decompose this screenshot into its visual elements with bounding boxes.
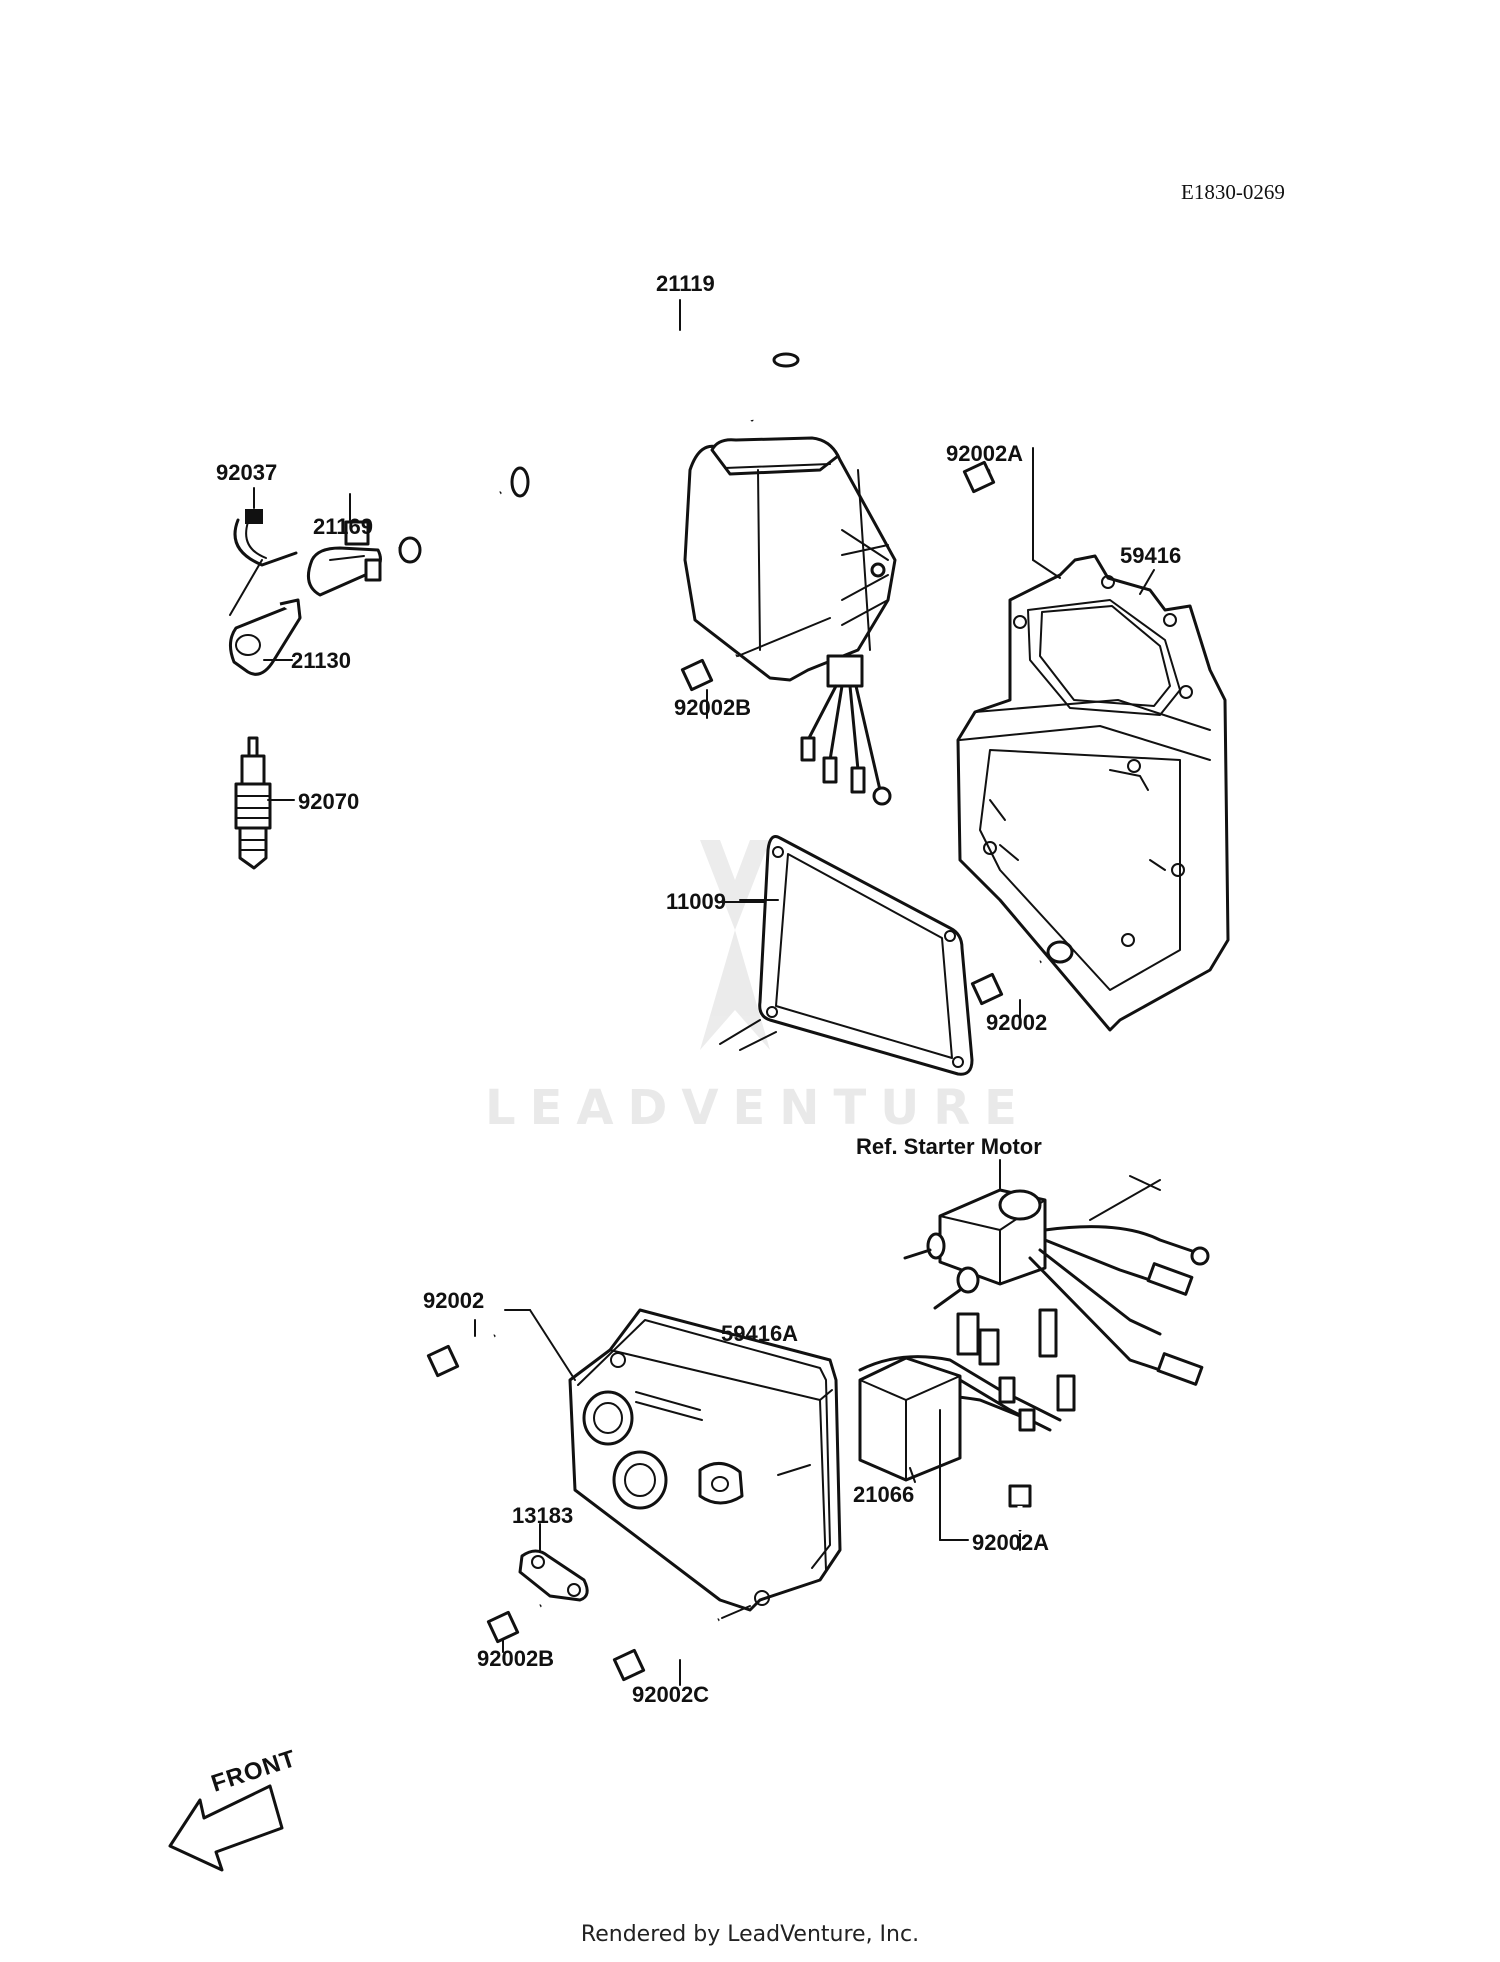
callout-21130[interactable]: 21130 [291, 648, 351, 673]
leader-59416A [777, 1464, 811, 1476]
bolt-92002C[interactable] [612, 1605, 751, 1686]
diagram-code: E1830-0269 [1181, 180, 1285, 204]
ref-starter-motor-label: Ref. Starter Motor [856, 1134, 1042, 1159]
callout-92070[interactable]: 92070 [298, 789, 360, 814]
callout-92002C[interactable]: 92002C [632, 1682, 710, 1707]
callout-21066[interactable]: 21066 [853, 1482, 915, 1507]
callout-59416A[interactable]: 59416A [721, 1321, 799, 1346]
bolt-92002A-top[interactable] [962, 447, 1061, 579]
starter-relay[interactable] [903, 1159, 1047, 1310]
callout-92037[interactable]: 92037 [216, 460, 278, 485]
callout-21119[interactable]: 21119 [656, 271, 715, 296]
bolt-92002B-lower[interactable] [486, 1603, 542, 1653]
callout-92002-lower[interactable]: 92002 [423, 1288, 485, 1313]
leader-59416 [1139, 569, 1155, 595]
spark-clamp-92037[interactable] [233, 509, 298, 567]
front-arrow-icon [168, 1784, 284, 1872]
plug-cap-21130[interactable] [229, 559, 302, 676]
callout-92002B-lower[interactable]: 92002B [477, 1646, 555, 1671]
callout-92002-mid[interactable]: 92002 [986, 1010, 1048, 1035]
callout-11009[interactable]: 11009 [666, 889, 726, 914]
bolt-92002A-lower[interactable] [1008, 1484, 1032, 1551]
gasket-13183[interactable] [518, 1523, 589, 1602]
spark-plug-92070[interactable] [234, 736, 272, 870]
case-cover-59416A[interactable] [568, 1308, 842, 1612]
callout-59416[interactable]: 59416 [1120, 543, 1182, 568]
regulator-21066[interactable] [858, 1356, 969, 1541]
watermark: LEADVENTURE [485, 1080, 1031, 1136]
electric-case-cover-59416[interactable] [956, 554, 1230, 1032]
footer-credit: Rendered by LeadVenture, Inc. [580, 1922, 920, 1947]
leader-21066 [909, 1467, 916, 1483]
callout-92002B-coil[interactable]: 92002B [674, 695, 752, 720]
plug-cap-connector-21169[interactable] [306, 520, 382, 597]
callout-92002A-lower[interactable]: 92002A [972, 1530, 1050, 1555]
callout-92002A-top[interactable]: 92002A [946, 441, 1024, 466]
bolt-92002B-coil[interactable] [680, 617, 831, 719]
bolt-92002-lower[interactable] [426, 1309, 576, 1381]
callout-21169[interactable]: 21169 [313, 514, 373, 539]
ignition-coil[interactable] [683, 436, 897, 806]
bolt-92002-mid[interactable] [970, 940, 1074, 1025]
watermark-logo [700, 840, 770, 1050]
callout-13183[interactable]: 13183 [512, 1503, 574, 1528]
gasket-11009[interactable] [719, 835, 974, 1076]
